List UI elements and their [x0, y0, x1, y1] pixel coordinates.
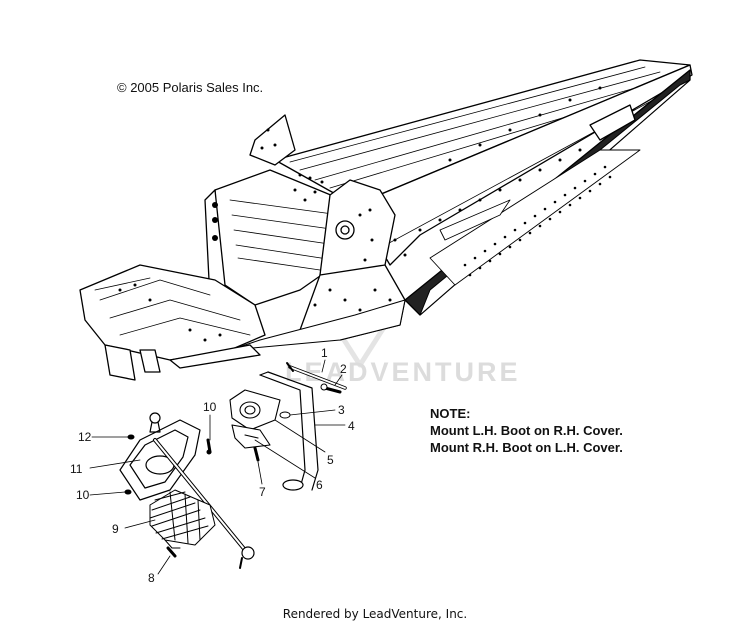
- part-11-bracket: [119, 412, 201, 501]
- note-block: NOTE: Mount L.H. Boot on R.H. Cover. Mou…: [430, 405, 623, 456]
- leader-lines: [89, 359, 346, 575]
- callout-11: 11: [70, 462, 83, 476]
- callout-2: 2: [340, 362, 347, 376]
- callout-3: 3: [338, 403, 345, 417]
- part-9-boot: [149, 489, 216, 549]
- callout-5: 5: [327, 453, 334, 467]
- part-7-bolt: [253, 446, 260, 462]
- callout-7: 7: [259, 485, 266, 499]
- tie-rod: [153, 438, 255, 569]
- part-10-bolt-upper: [206, 438, 212, 455]
- callout-labels: 1 2 3 4 5 6 7 8 9 10 10 11 12: [70, 346, 355, 585]
- callout-12: 12: [78, 430, 92, 444]
- part-10-bolt-lower: [124, 489, 132, 495]
- callout-8: 8: [148, 571, 155, 585]
- chassis-tunnel: [79, 59, 693, 381]
- part-2-bolt: [320, 383, 342, 394]
- callout-10-lower: 10: [76, 488, 90, 502]
- callout-4: 4: [348, 419, 355, 433]
- part-5-clamp: [229, 389, 281, 449]
- callout-10-upper: 10: [203, 400, 217, 414]
- note-heading: NOTE:: [430, 406, 471, 421]
- callout-1: 1: [321, 346, 328, 360]
- callout-6: 6: [316, 478, 323, 492]
- part-4-tube: [259, 371, 319, 491]
- part-12-fastener: [127, 434, 135, 440]
- rivet-holes: [118, 86, 612, 342]
- footer-text: Rendered by LeadVenture, Inc.: [282, 607, 468, 621]
- part-8-nut: [166, 546, 177, 558]
- note-line-2: Mount R.H. Boot on L.H. Cover.: [430, 440, 623, 455]
- callout-9: 9: [112, 522, 119, 536]
- copyright-text: © 2005 Polaris Sales Inc.: [117, 80, 264, 95]
- part-3-washer: [279, 411, 291, 419]
- watermark-text: LEADVENTURE: [285, 357, 521, 387]
- note-line-1: Mount L.H. Boot on R.H. Cover.: [430, 423, 623, 438]
